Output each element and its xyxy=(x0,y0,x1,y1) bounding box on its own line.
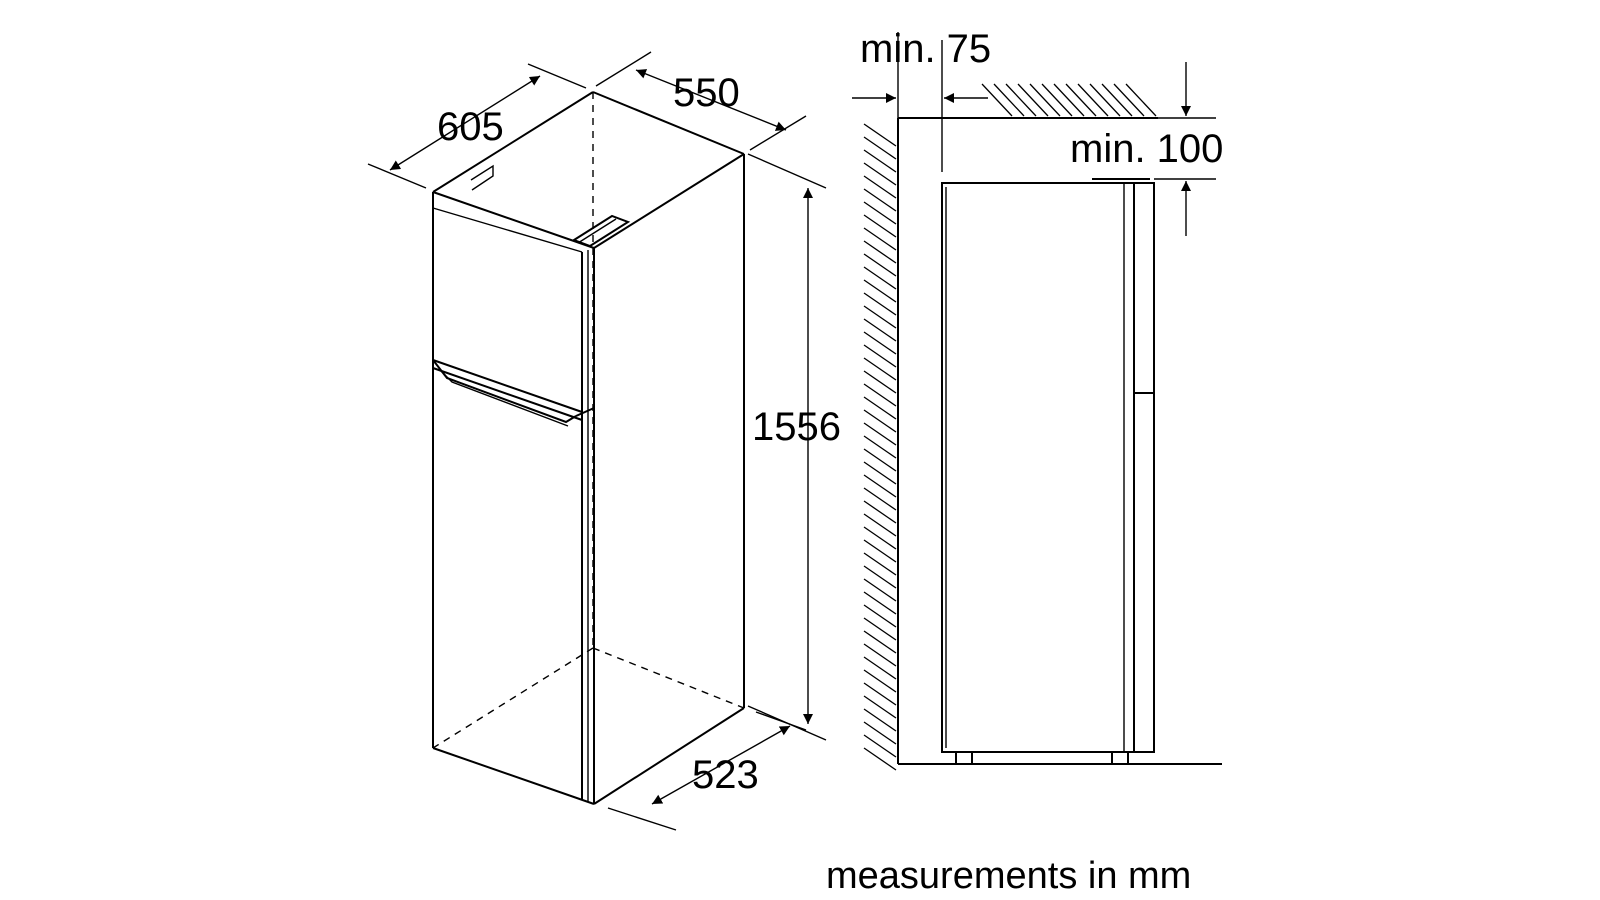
dimension-min-100: min. 100 xyxy=(1070,62,1223,236)
isometric-fridge-view: 605 550 1556 523 xyxy=(367,51,841,831)
dimension-label-1556: 1556 xyxy=(752,405,841,449)
units-caption: measurements in mm xyxy=(826,855,1191,897)
fridge-side-view xyxy=(941,178,1155,765)
side-installation-view: min. 75 min. 100 xyxy=(852,27,1223,771)
door-edges xyxy=(432,207,589,802)
hidden-edges xyxy=(432,92,745,749)
door-split-handle xyxy=(432,359,595,427)
wall-hatching xyxy=(863,123,897,771)
dimension-min-75: min. 75 xyxy=(852,27,991,172)
dimension-label-min-100: min. 100 xyxy=(1070,127,1223,171)
dimension-605: 605 xyxy=(367,63,587,189)
dimension-550: 550 xyxy=(595,51,807,151)
rear-foot xyxy=(1111,751,1129,765)
dimension-523: 523 xyxy=(607,711,807,831)
ceiling-hatching xyxy=(981,83,1157,117)
dimension-label-523: 523 xyxy=(692,753,759,797)
dimension-label-min-75: min. 75 xyxy=(860,27,991,71)
front-foot xyxy=(955,751,973,765)
dimension-label-605: 605 xyxy=(437,105,504,149)
dimension-label-550: 550 xyxy=(673,71,740,115)
dimension-1556: 1556 xyxy=(747,153,841,741)
top-hinge xyxy=(470,164,631,248)
